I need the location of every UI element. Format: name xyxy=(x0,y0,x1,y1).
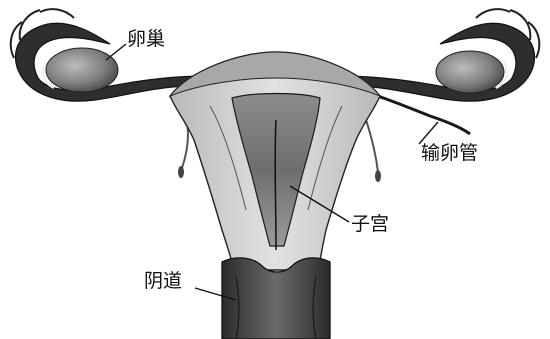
ovary-label: 卵巢 xyxy=(127,30,165,49)
left-ovary xyxy=(46,48,118,92)
vagina-label: 阴道 xyxy=(144,272,182,291)
uterus xyxy=(170,52,380,270)
ovary-leader-line xyxy=(106,44,126,60)
fallopian-tube-leader-line xyxy=(419,122,438,144)
fallopian-tube-label: 输卵管 xyxy=(421,144,478,163)
right-ovary xyxy=(436,51,504,93)
uterus-label: 子宫 xyxy=(351,215,389,234)
